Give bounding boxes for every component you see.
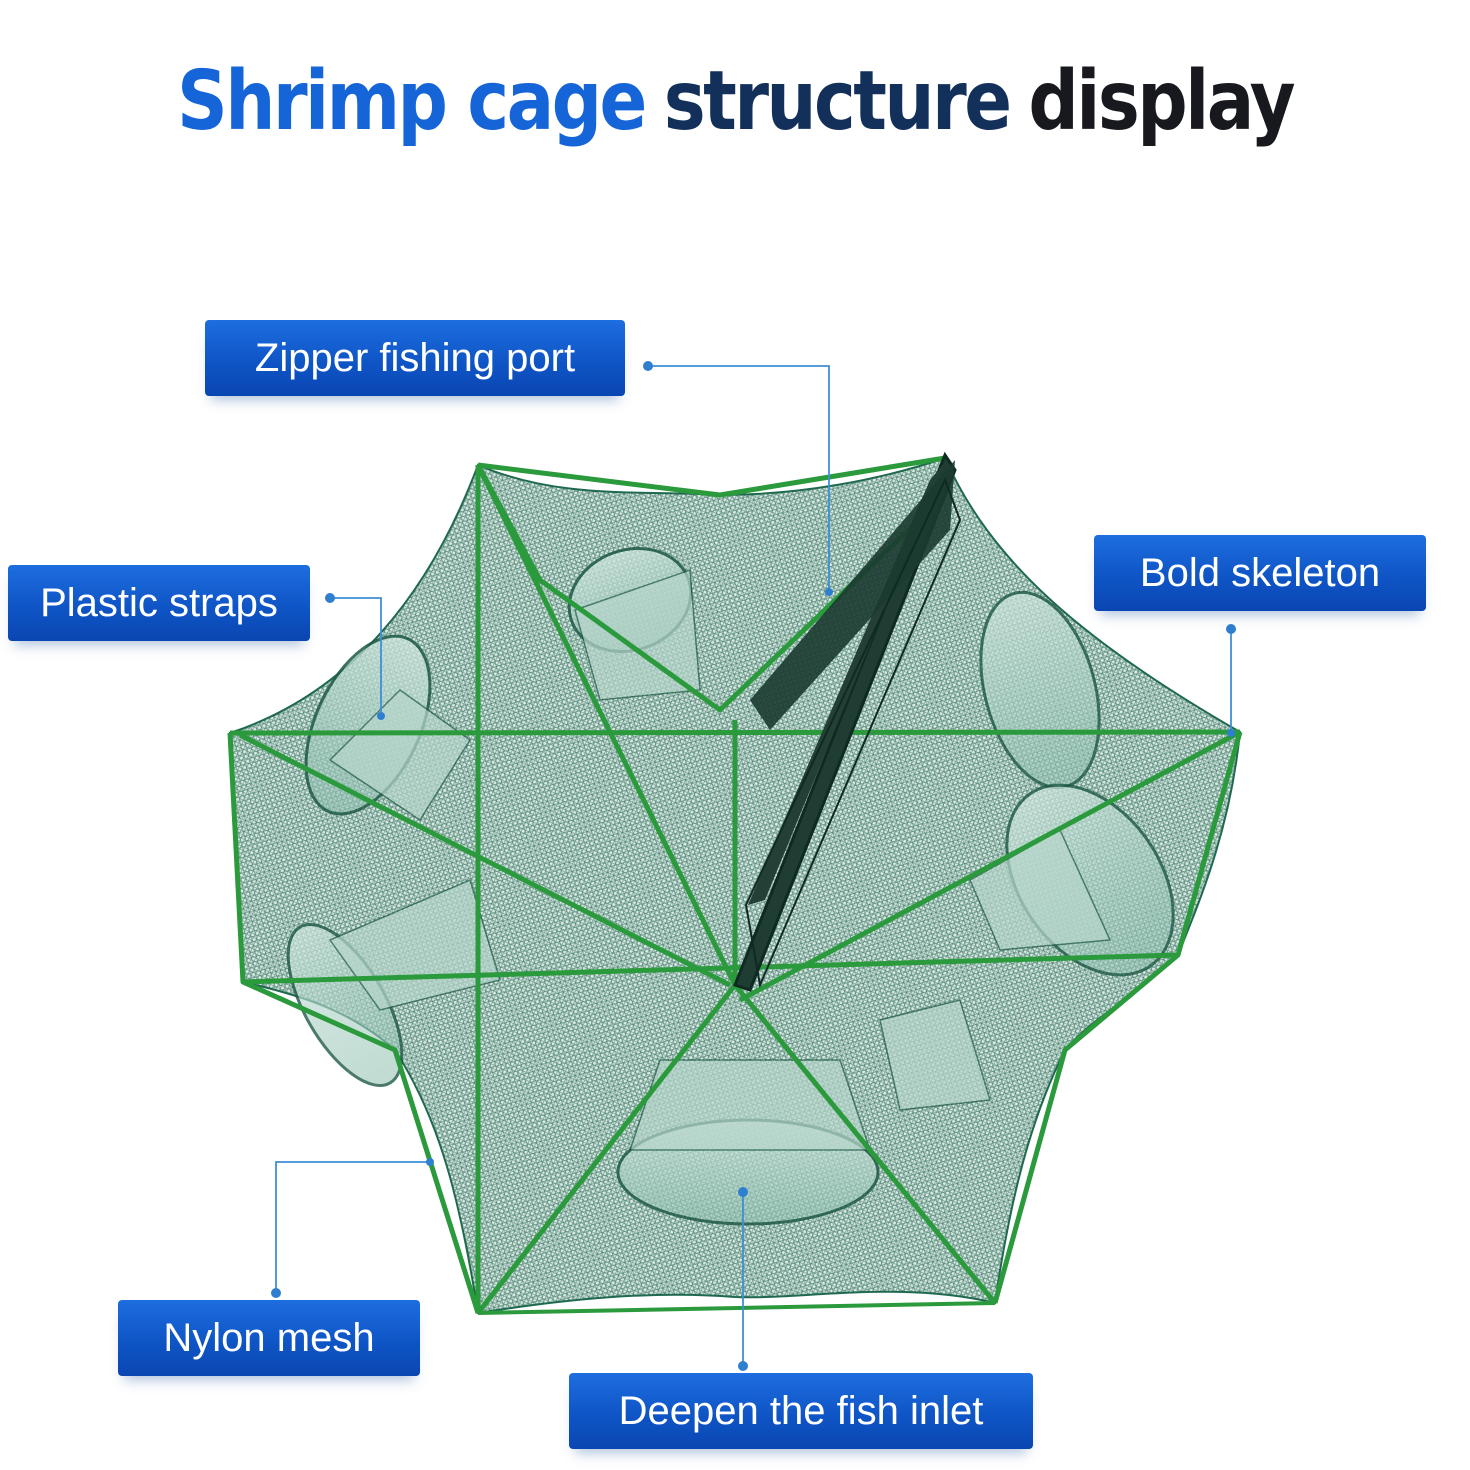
leader-zipper <box>648 365 830 592</box>
leader-lines <box>275 365 1232 1366</box>
callout-nylon-mesh: Nylon mesh <box>118 1300 420 1376</box>
fish-inlet-funnels <box>286 546 1175 1226</box>
leader-nylon <box>275 1161 430 1293</box>
callout-bold-skeleton: Bold skeleton <box>1094 535 1426 611</box>
bold-skeleton-frame <box>227 455 1243 1315</box>
leader-plastic <box>330 597 382 716</box>
title-part-display: display <box>1028 54 1295 149</box>
leader-dots <box>271 361 1236 1371</box>
title-part-structure: structure <box>663 54 1012 149</box>
callout-zipper-fishing-port: Zipper fishing port <box>205 320 625 396</box>
callout-deepen-fish-inlet: Deepen the fish inlet <box>569 1373 1033 1449</box>
zipper-fishing-port-panel <box>733 451 962 992</box>
title-part-shrimp-cage: Shrimp cage <box>176 54 647 149</box>
callout-plastic-straps: Plastic straps <box>8 565 310 641</box>
